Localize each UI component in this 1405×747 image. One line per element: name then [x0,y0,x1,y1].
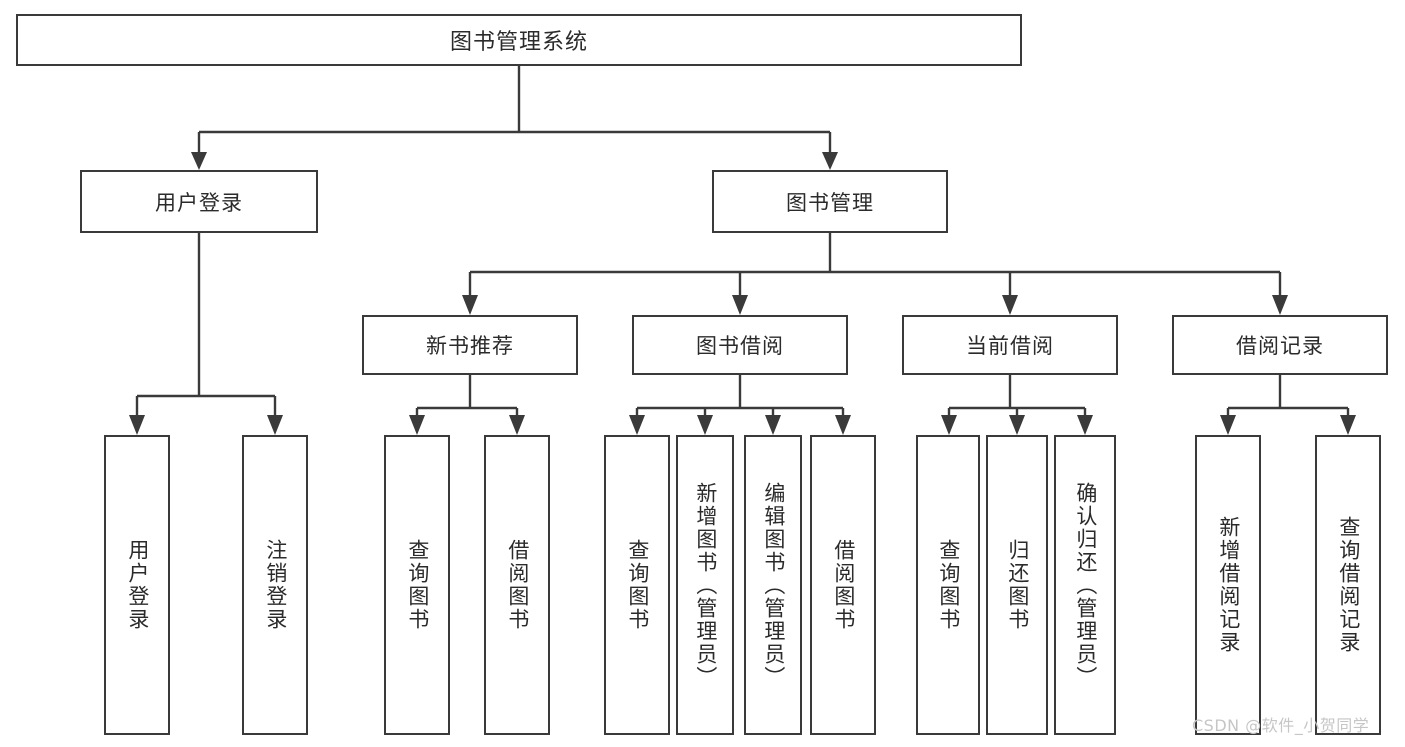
leaf-label: 注销登录 [263,539,288,631]
leaf-label: 编辑图书（管理员） [761,481,786,689]
node-current-borrow[interactable]: 当前借阅 [902,315,1118,375]
leaf-label: 新增图书（管理员） [693,481,718,689]
leaf-book-borrow-query[interactable]: 查询图书 [604,435,670,735]
leaf-new-book-query[interactable]: 查询图书 [384,435,450,735]
node-borrow-record[interactable]: 借阅记录 [1172,315,1388,375]
leaf-new-book-borrow[interactable]: 借阅图书 [484,435,550,735]
leaf-label: 用户登录 [125,539,150,631]
leaf-label: 确认归还（管理员） [1073,481,1098,689]
leaf-current-borrow-return[interactable]: 归还图书 [986,435,1048,735]
node-root-system[interactable]: 图书管理系统 [16,14,1022,66]
leaf-current-borrow-query[interactable]: 查询图书 [916,435,980,735]
leaf-user-login-logout[interactable]: 注销登录 [242,435,308,735]
leaf-label: 归还图书 [1005,539,1030,631]
node-user-login[interactable]: 用户登录 [80,170,318,233]
leaf-label: 查询借阅记录 [1336,516,1361,654]
leaf-label: 查询图书 [405,539,430,631]
node-new-book-recommend[interactable]: 新书推荐 [362,315,578,375]
leaf-label: 新增借阅记录 [1216,516,1241,654]
leaf-borrow-record-add[interactable]: 新增借阅记录 [1195,435,1261,735]
leaf-label: 查询图书 [936,539,961,631]
leaf-book-borrow-add[interactable]: 新增图书（管理员） [676,435,734,735]
leaf-label: 借阅图书 [831,539,856,631]
leaf-label: 查询图书 [625,539,650,631]
leaf-book-borrow-edit[interactable]: 编辑图书（管理员） [744,435,802,735]
node-book-management[interactable]: 图书管理 [712,170,948,233]
leaf-user-login-login[interactable]: 用户登录 [104,435,170,735]
leaf-book-borrow-borrow[interactable]: 借阅图书 [810,435,876,735]
leaf-borrow-record-query[interactable]: 查询借阅记录 [1315,435,1381,735]
node-book-borrow[interactable]: 图书借阅 [632,315,848,375]
leaf-current-borrow-confirm-return[interactable]: 确认归还（管理员） [1054,435,1116,735]
leaf-label: 借阅图书 [505,539,530,631]
